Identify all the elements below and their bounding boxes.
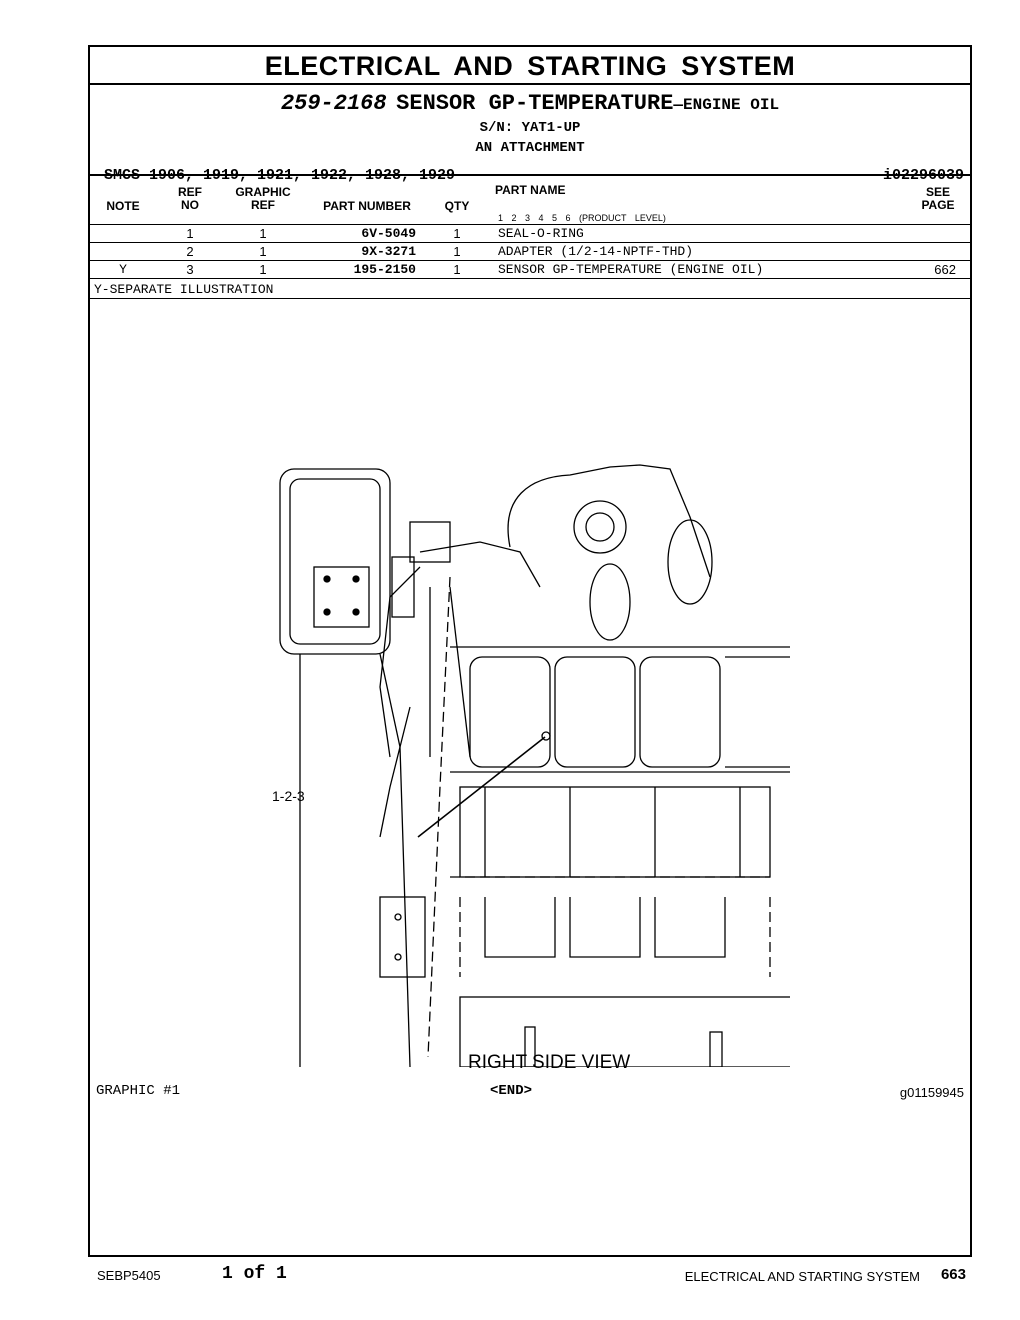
- note-line: Y-SEPARATE ILLUSTRATION: [90, 281, 970, 299]
- rear-housing-outline: [299, 653, 411, 1067]
- row-part-name: SEAL-O-RING: [498, 226, 584, 241]
- row-qty: 1: [453, 244, 461, 259]
- row-qty: 1: [453, 226, 461, 241]
- block-rib: [484, 787, 741, 877]
- oil-pan-outline: [450, 876, 771, 977]
- col-graphic-ref-top: GRAPHIC: [235, 185, 291, 199]
- wiring-harness: [379, 541, 541, 758]
- row-part-number[interactable]: 195-2150: [353, 262, 416, 277]
- oil-pan-ribs: [484, 897, 726, 958]
- turbo-inlet: [585, 512, 615, 542]
- bolt-icon: [352, 575, 360, 583]
- page-frame: ELECTRICAL AND STARTING SYSTEM 259-2168 …: [88, 45, 972, 1257]
- head-rail: [450, 646, 790, 773]
- row-ref: 2: [186, 244, 194, 259]
- row-qty: 1: [453, 262, 461, 277]
- note-y: Y-SEPARATE ILLUSTRATION: [94, 282, 274, 297]
- cylinder-head: [554, 656, 636, 768]
- col-ref-no-top: REF: [178, 185, 202, 199]
- footer-page-count: 1 of 1: [222, 1264, 287, 1284]
- bolt-icon: [323, 575, 331, 583]
- mount-bracket: [709, 1031, 723, 1067]
- row-see-page[interactable]: 662: [934, 262, 956, 277]
- side-mount: [379, 896, 426, 978]
- flywheel-cover: [313, 566, 370, 628]
- bolt-icon: [394, 953, 402, 961]
- row-ref: 1: [186, 226, 194, 241]
- col-qty: QTY: [444, 199, 470, 213]
- graphic-label: GRAPHIC #1: [96, 1083, 181, 1099]
- turbo-housing: [573, 500, 627, 554]
- group-header: 259-2168 SENSOR GP-TEMPERATURE—ENGINE OI…: [90, 85, 970, 184]
- bolt-icon: [394, 913, 402, 921]
- table-row[interactable]: 1 1 6V-5049 1 SEAL-O-RING: [90, 225, 970, 243]
- column-header: NOTE REF NO GRAPHIC REF PART NUMBER QTY …: [90, 175, 970, 225]
- cylinder-head: [639, 656, 721, 768]
- section-title: ELECTRICAL AND STARTING SYSTEM: [90, 47, 970, 85]
- row-part-name: SENSOR GP-TEMPERATURE (ENGINE OIL): [498, 262, 764, 277]
- table-row[interactable]: 2 1 9X-3271 1 ADAPTER (1/2-14-NPTF-THD): [90, 243, 970, 261]
- mount-bracket: [524, 1026, 536, 1067]
- wiring-harness: [379, 586, 471, 838]
- callout-leader: [417, 736, 546, 838]
- footer-section: ELECTRICAL AND STARTING SYSTEM: [684, 1269, 920, 1284]
- footer-page-number: 663: [940, 1266, 966, 1283]
- end-marker: <END>: [490, 1083, 533, 1099]
- group-subname: —ENGINE OIL: [673, 96, 780, 114]
- group-title: 259-2168 SENSOR GP-TEMPERATURE—ENGINE OI…: [90, 91, 970, 116]
- junction-box: [409, 521, 451, 563]
- exhaust-outline: [507, 464, 711, 578]
- cylinder-head: [469, 656, 551, 768]
- col-see-page-bottom: PAGE: [921, 198, 955, 212]
- turbo-compressor: [667, 519, 713, 605]
- col-part-number: PART NUMBER: [323, 199, 411, 213]
- turbo-turbine: [589, 563, 631, 641]
- flywheel-housing: [279, 468, 391, 655]
- row-graphic: 1: [259, 262, 267, 277]
- view-label: RIGHT SIDE VIEW: [468, 1052, 631, 1073]
- sensor-location: [541, 731, 551, 741]
- col-graphic-ref-bottom: REF: [251, 198, 275, 212]
- col-part-name: PART NAME: [495, 183, 566, 197]
- engine-block: [459, 786, 771, 878]
- callout-label: 1-2-3: [272, 788, 305, 804]
- serial-number: S/N: YAT1-UP: [479, 120, 581, 136]
- row-part-number[interactable]: 9X-3271: [361, 244, 416, 259]
- flywheel-housing-inner: [289, 478, 381, 645]
- col-product-level: 1 2 3 4 5 6 (PRODUCT LEVEL): [498, 213, 666, 223]
- hidden-edge: [427, 576, 451, 1058]
- bolt-icon: [352, 608, 360, 616]
- row-ref: 3: [186, 262, 194, 277]
- footer-doc-number: SEBP5405: [97, 1268, 161, 1283]
- row-note: Y: [119, 262, 127, 277]
- group-number: 259-2168: [280, 91, 387, 116]
- sensor-bracket: [391, 556, 415, 618]
- cylinder-head-partial: [725, 656, 790, 768]
- col-note: NOTE: [106, 199, 140, 213]
- row-graphic: 1: [259, 226, 267, 241]
- attachment-label: AN ATTACHMENT: [475, 140, 585, 156]
- engine-illustration: [279, 464, 790, 1067]
- row-graphic: 1: [259, 244, 267, 259]
- engine-base: [459, 996, 790, 1067]
- row-part-name: ADAPTER (1/2-14-NPTF-THD): [498, 244, 694, 259]
- row-part-number[interactable]: 6V-5049: [361, 226, 416, 241]
- bolt-icon: [323, 608, 331, 616]
- graphic-id: g01159945: [899, 1085, 964, 1100]
- col-ref-no-bottom: NO: [181, 198, 199, 212]
- col-see-page-top: SEE: [925, 185, 950, 199]
- table-row[interactable]: Y 3 1 195-2150 1 SENSOR GP-TEMPERATURE (…: [90, 261, 970, 279]
- group-name: SENSOR GP-TEMPERATURE: [396, 91, 674, 116]
